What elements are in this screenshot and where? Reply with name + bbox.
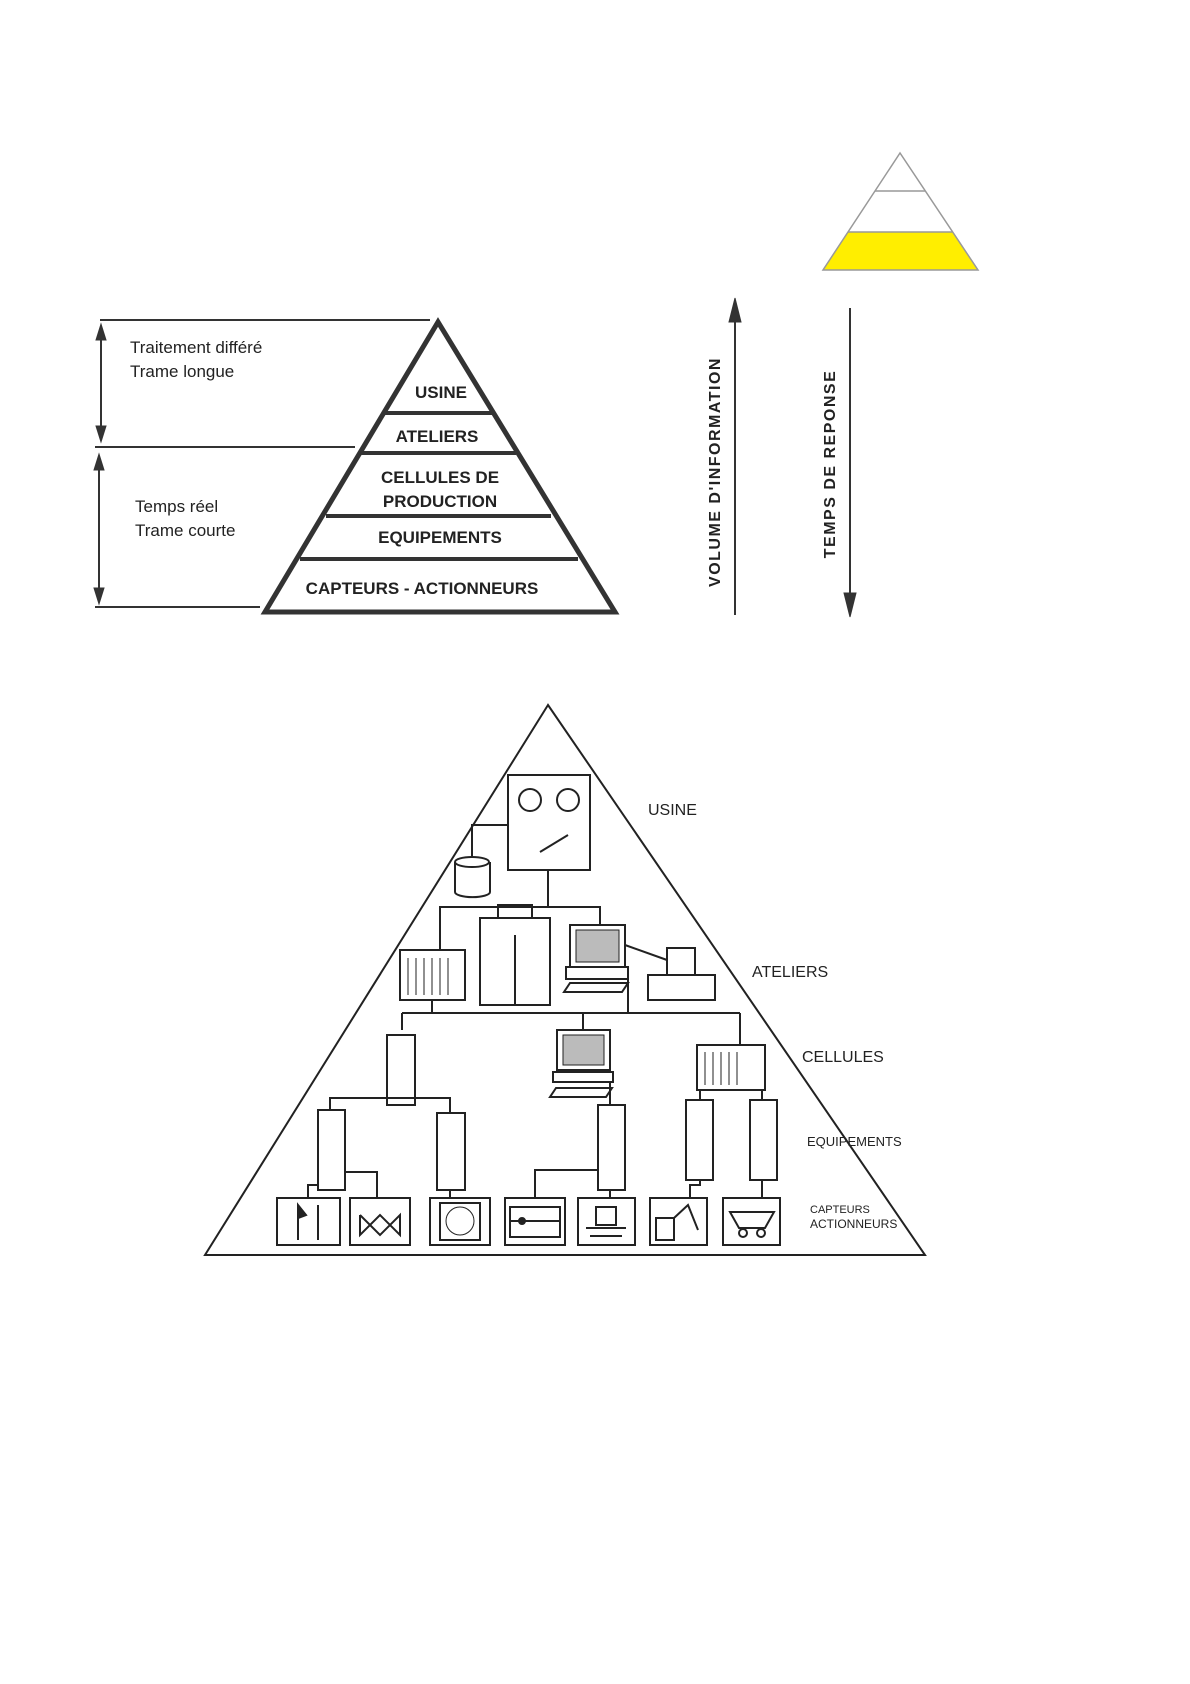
bottom-level-usine: USINE — [648, 802, 697, 819]
volume-information-label: VOLUME D'INFORMATION — [707, 357, 724, 587]
level-ateliers: ATELIERS — [396, 427, 479, 446]
arrow-down-icon — [843, 308, 857, 618]
central-computer-icon — [507, 774, 591, 871]
mini-pyramid-icon — [821, 151, 980, 271]
note-temps-reel: Temps réel — [135, 497, 218, 516]
database-icon — [454, 856, 491, 899]
bottom-level-equipements: EQUIPEMENTS — [807, 1134, 902, 1149]
level-cellules: CELLULES DE — [381, 468, 499, 487]
temps-reponse-label: TEMPS DE REPONSE — [822, 370, 839, 558]
robot-arm-icon — [649, 1197, 708, 1246]
controller-module-icon — [436, 1112, 466, 1191]
controller-module-icon — [749, 1099, 778, 1181]
controller-module-icon — [317, 1109, 346, 1191]
controller-module-icon — [597, 1104, 626, 1191]
note-trame-courte: Trame courte — [135, 521, 235, 540]
bottom-level-cellules: CELLULES — [802, 1049, 884, 1066]
range-arrow-upper — [95, 322, 107, 444]
bottom-level-actionneurs: ACTIONNEURS — [810, 1217, 897, 1231]
bottom-level-capteurs: CAPTEURS — [810, 1204, 870, 1216]
note-traitement-differe: Traitement différé — [130, 338, 262, 357]
network-pyramid — [203, 703, 927, 1256]
cart-icon — [722, 1197, 781, 1246]
panel-icon — [504, 1197, 566, 1246]
workstation-icon — [556, 1029, 611, 1071]
level-capteurs-actionneurs: CAPTEURS - ACTIONNEURS — [306, 579, 539, 598]
valve-icon — [349, 1197, 411, 1246]
arrow-up-icon — [728, 297, 742, 615]
level-usine: USINE — [415, 383, 467, 402]
sensor-flag-icon — [276, 1197, 341, 1246]
hierarchy-pyramid — [95, 317, 620, 615]
note-trame-longue: Trame longue — [130, 362, 234, 381]
plc-rack-icon — [696, 1044, 766, 1091]
weighing-icon — [577, 1197, 636, 1246]
range-arrow-lower — [93, 452, 105, 606]
level-production: PRODUCTION — [383, 492, 497, 511]
controller-module-icon — [386, 1034, 416, 1106]
bottom-level-ateliers: ATELIERS — [752, 964, 828, 981]
gauge-icon — [429, 1197, 491, 1246]
level-equipements: EQUIPEMENTS — [378, 528, 502, 547]
printer-icon — [647, 974, 716, 1001]
controller-module-icon — [685, 1099, 714, 1181]
